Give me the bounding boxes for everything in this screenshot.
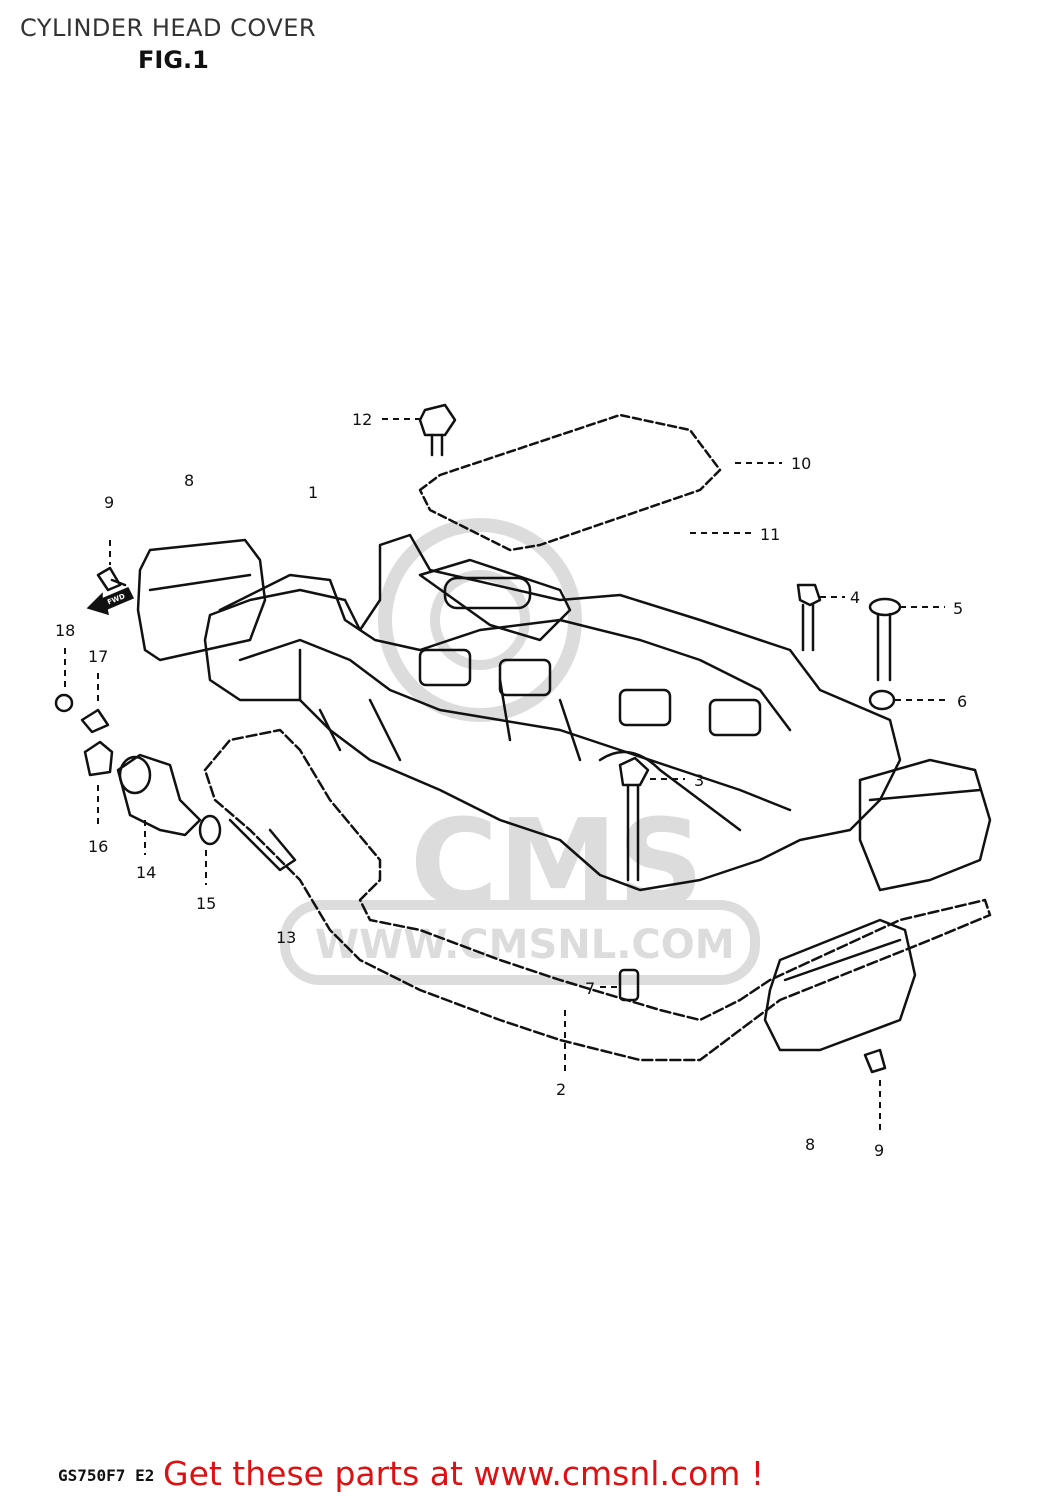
callout-9b: 9	[874, 1141, 884, 1160]
head-cover-ridge-2	[238, 638, 792, 812]
head-cover-ridge	[218, 573, 792, 732]
bolt-5	[868, 597, 902, 682]
bolt-9-right	[863, 1048, 887, 1074]
bolt-9-left	[96, 566, 127, 592]
screw-18	[54, 693, 74, 713]
callout-4: 4	[850, 588, 860, 607]
callout-8b: 8	[805, 1135, 815, 1154]
callout-13: 13	[276, 928, 296, 947]
leader-lines	[64, 418, 948, 1130]
callout-5: 5	[953, 599, 963, 618]
callout-8a: 8	[184, 471, 194, 490]
bolt-12	[418, 403, 457, 457]
head-cover-body	[203, 533, 902, 892]
clip-17	[80, 708, 110, 734]
callout-3: 3	[694, 771, 704, 790]
watermark-brand: CMS	[410, 795, 704, 934]
callout-18: 18	[55, 621, 75, 640]
dowel-7	[618, 968, 640, 1002]
callout-2: 2	[556, 1080, 566, 1099]
exploded-parts-diagram: CMS WWW.CMSNL.COM	[54, 403, 992, 1160]
page-title: CYLINDER HEAD COVER	[20, 14, 317, 42]
end-cap-left	[136, 538, 267, 662]
fwd-arrow-icon: FWD	[86, 587, 135, 616]
callout-14: 14	[136, 863, 156, 882]
callout-11: 11	[760, 525, 780, 544]
model-code: GS750F7 E2	[58, 1466, 155, 1485]
cap-16	[83, 740, 114, 777]
watermark-url: WWW.CMSNL.COM	[315, 922, 735, 968]
cover-gasket	[203, 728, 992, 1062]
oring-15	[198, 814, 222, 846]
callout-6: 6	[957, 692, 967, 711]
watermark: CMS WWW.CMSNL.COM	[280, 518, 760, 985]
promo-link[interactable]: Get these parts at www.cmsnl.com !	[163, 1454, 765, 1493]
callout-9a: 9	[104, 493, 114, 512]
breather-cover	[418, 413, 722, 552]
callout-17: 17	[88, 647, 108, 666]
washer-6	[868, 689, 896, 711]
callout-16: 16	[88, 837, 108, 856]
end-cap-right	[763, 918, 917, 1052]
figure-label: FIG.1	[138, 46, 209, 74]
callout-15: 15	[196, 894, 216, 913]
sensor-14	[116, 753, 202, 837]
breather-gasket	[418, 558, 572, 642]
callout-12: 12	[352, 410, 372, 429]
callout-1: 1	[308, 483, 318, 502]
bolt-3	[618, 756, 650, 882]
callout-10: 10	[791, 454, 811, 473]
bolt-4	[796, 583, 822, 652]
callout-7: 7	[585, 979, 595, 998]
